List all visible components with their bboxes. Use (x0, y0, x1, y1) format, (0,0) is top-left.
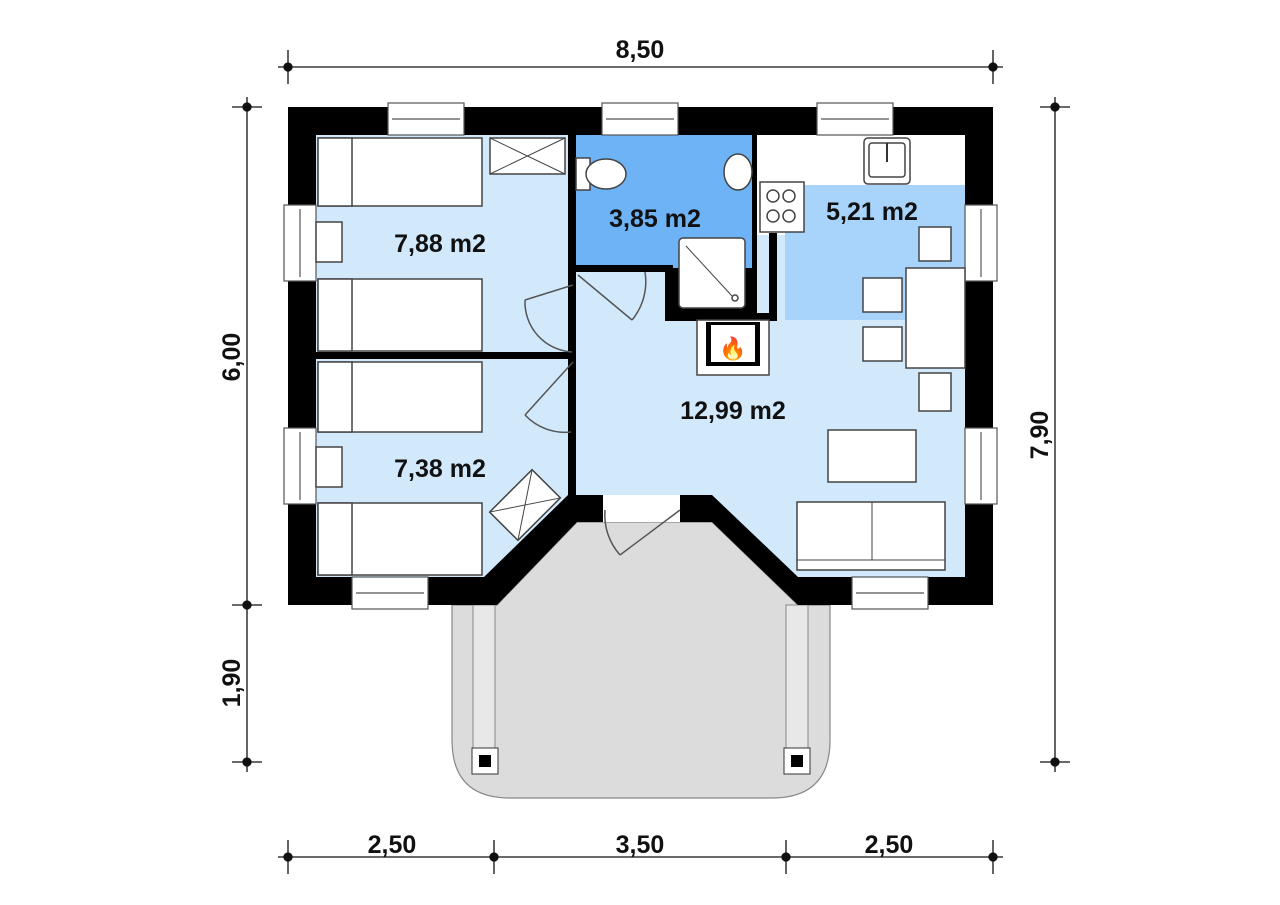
room-area-bathroom: 3,85 m2 (609, 205, 701, 233)
dimension-bottom-middle: 3,50 (616, 831, 665, 859)
bed (317, 278, 483, 352)
chair (862, 277, 903, 313)
dimension-right-total: 7,90 (1026, 411, 1054, 460)
dimension-lines (232, 50, 1070, 874)
bed (317, 502, 483, 576)
interior-walls (316, 135, 777, 495)
coffee-table (827, 429, 917, 483)
sofa (796, 501, 946, 571)
chair (918, 372, 952, 412)
porch-post-right-core (791, 755, 803, 767)
dimension-left-porch: 1,90 (218, 659, 246, 708)
nightstand (315, 221, 343, 263)
porch-beam-right (785, 604, 809, 756)
room-area-living: 12,99 m2 (680, 397, 786, 425)
porch-beam-left (472, 604, 496, 756)
chair (918, 226, 952, 262)
nightstand (315, 446, 343, 488)
stove (759, 181, 805, 233)
kitchen-counter (757, 135, 965, 185)
dining-table (905, 267, 966, 369)
porch-terrace (451, 521, 831, 799)
room-area-kitchen: 5,21 m2 (826, 198, 918, 226)
door-opening-entrance (603, 495, 680, 522)
dimension-left-building: 6,00 (218, 333, 246, 382)
fire-icon: 🔥 (719, 336, 746, 361)
bed (317, 137, 483, 207)
porch-post-left-core (479, 755, 491, 767)
room-area-bedroom-top: 7,88 m2 (394, 230, 486, 258)
dimension-bottom-left: 2,50 (368, 831, 417, 859)
bed (317, 361, 483, 433)
dimension-bottom-right: 2,50 (865, 831, 914, 859)
room-area-bedroom-bottom: 7,38 m2 (394, 455, 486, 483)
dimension-top-width: 8,50 (616, 36, 665, 64)
doors (524, 271, 681, 556)
fireplace (696, 319, 770, 376)
chair (862, 326, 903, 362)
wardrobe (489, 137, 566, 175)
bathroom-sink (723, 153, 753, 191)
kitchen-sink (863, 137, 911, 185)
shower (678, 237, 746, 309)
toilet (575, 157, 627, 191)
wardrobe (488, 468, 562, 542)
windows (283, 102, 998, 610)
